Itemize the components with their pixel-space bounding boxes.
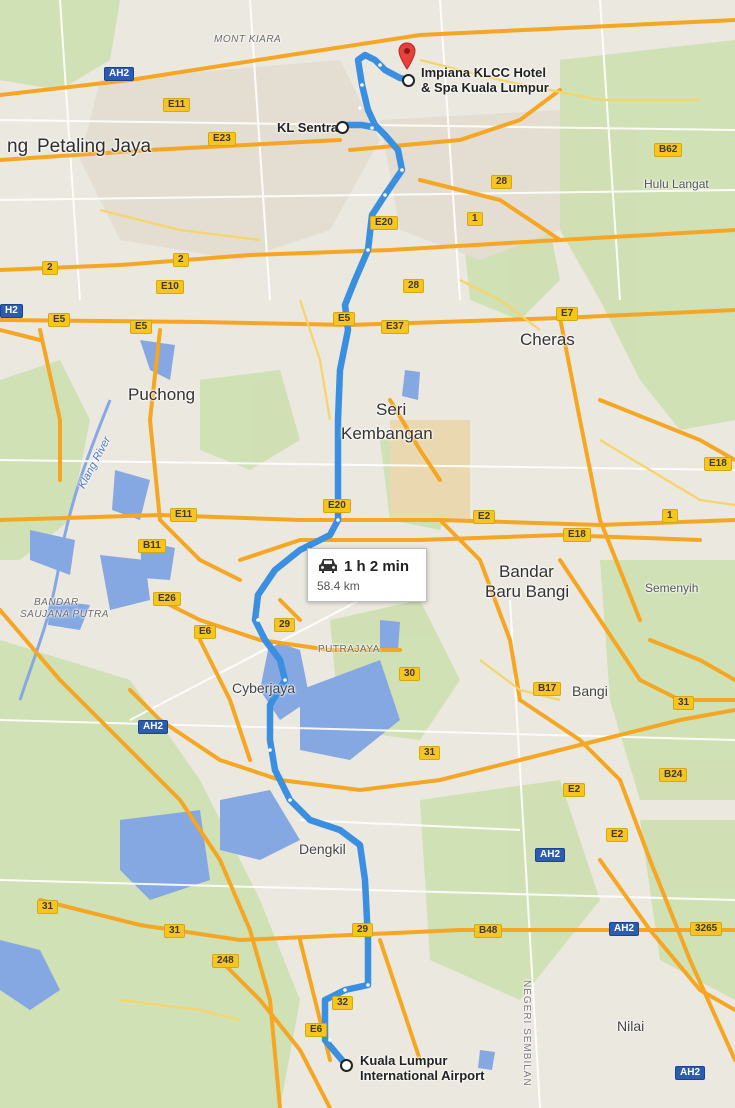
- label-bandar-baru-bangi-2: Baru Bangi: [485, 582, 570, 601]
- destination-pin-icon[interactable]: [398, 42, 416, 70]
- label-puchong: Puchong: [128, 385, 196, 404]
- label-nilai: Nilai: [617, 1018, 645, 1034]
- shield-e18-right: E18: [704, 457, 732, 471]
- label-cyberjaya: Cyberjaya: [232, 680, 296, 696]
- label-dengkil: Dengkil: [299, 841, 346, 857]
- destination-label-line2: & Spa Kuala Lumpur: [421, 79, 549, 95]
- shield-e37: E37: [381, 320, 409, 334]
- urban-areas: [80, 60, 560, 520]
- shield-31-left: 31: [37, 900, 59, 914]
- shield-1-right: 1: [662, 509, 678, 523]
- label-hulu-langat: Hulu Langat: [644, 177, 709, 191]
- label-putrajaya: PUTRAJAYA: [318, 644, 380, 655]
- origin-label-line2: International Airport: [360, 1067, 485, 1083]
- shield-28-mid: 28: [403, 279, 425, 293]
- route-line: [251, 51, 414, 1070]
- shield-e20-top: E20: [370, 216, 398, 230]
- shield-ah2-mid: AH2: [138, 720, 169, 734]
- shield-ah2-low: AH2: [535, 848, 566, 862]
- shield-32: 32: [332, 996, 354, 1010]
- label-bandar-saujana-1: BANDAR: [34, 597, 79, 608]
- shield-ah2-left: H2: [0, 304, 23, 318]
- label-bandar-saujana-2: SAUJANA PUTRA: [20, 609, 109, 620]
- shield-e6: E6: [194, 625, 217, 639]
- shield-e23: E23: [208, 132, 236, 146]
- shield-e5-left: E5: [48, 313, 71, 327]
- shield-e2-lower: E2: [606, 828, 629, 842]
- shield-e11-mid: E11: [170, 508, 198, 522]
- origin-label-line1: Kuala Lumpur: [360, 1053, 448, 1068]
- shield-e5-route: E5: [333, 312, 356, 326]
- waypoint-marker[interactable]: [336, 121, 349, 134]
- shield-2-left: 2: [42, 261, 58, 275]
- label-negeri-sembilan: NEGERI SEMBILAN: [521, 980, 532, 1087]
- shield-e26: E26: [153, 592, 181, 606]
- car-icon: [319, 559, 337, 573]
- label-mont-kiara: MONT KIARA: [214, 34, 282, 45]
- shield-ah2-top: AH2: [104, 67, 135, 81]
- shield-b24: B24: [659, 768, 688, 782]
- shield-e18-mid: E18: [563, 528, 591, 542]
- shield-e2-mid: E2: [473, 510, 496, 524]
- shield-e6-low: E6: [305, 1023, 328, 1037]
- secondary-roads: [99, 58, 735, 1022]
- shield-b11: B11: [138, 539, 166, 553]
- shield-e7: E7: [556, 307, 579, 321]
- origin-label[interactable]: Kuala Lumpur International Airport: [360, 1053, 485, 1084]
- shield-b62: B62: [654, 143, 683, 157]
- shield-28-top: 28: [491, 175, 513, 189]
- shield-29-mid: 29: [274, 618, 296, 632]
- route-vertices: [256, 63, 404, 1042]
- label-petaling-jaya-prefix: ng: [7, 136, 29, 157]
- shield-ah2-bottom-mid: AH2: [609, 922, 640, 936]
- route-duration: 1 h 2 min: [344, 558, 410, 575]
- label-cheras: Cheras: [520, 330, 575, 349]
- label-kembangan: Kembangan: [341, 424, 433, 443]
- shield-e10: E10: [156, 280, 184, 294]
- shield-29-low: 29: [352, 923, 374, 937]
- shield-1-top: 1: [467, 212, 483, 226]
- destination-label[interactable]: Impiana KLCC Hotel & Spa Kuala Lumpur: [421, 65, 549, 96]
- waypoint-label[interactable]: KL Sentral: [277, 120, 342, 135]
- shield-e2-low: E2: [563, 783, 586, 797]
- label-bandar-baru-bangi-1: Bandar: [499, 562, 554, 581]
- shield-2-mid: 2: [173, 253, 189, 267]
- shield-31-right: 31: [673, 696, 695, 710]
- shield-ah2-bottom: AH2: [675, 1066, 706, 1080]
- shield-e20-mid: E20: [323, 499, 351, 513]
- destination-marker[interactable]: [402, 74, 415, 87]
- shield-248: 248: [212, 954, 239, 968]
- label-seri: Seri: [376, 400, 407, 419]
- shield-b17: B17: [533, 682, 562, 696]
- label-bangi: Bangi: [572, 683, 608, 699]
- highways: [0, 18, 735, 1108]
- shield-e5-mid: E5: [130, 320, 153, 334]
- shield-3265: 3265: [690, 922, 723, 936]
- shield-30: 30: [399, 667, 421, 681]
- destination-label-line1: Impiana KLCC Hotel: [421, 65, 546, 80]
- label-semenyih: Semenyih: [645, 581, 699, 595]
- origin-marker[interactable]: [340, 1059, 353, 1072]
- route-info-box[interactable]: 1 h 2 min 58.4 km: [307, 548, 427, 602]
- shield-b48: B48: [474, 924, 503, 938]
- shield-31-mid: 31: [419, 746, 441, 760]
- shield-e11-top: E11: [163, 98, 191, 112]
- label-petaling-jaya: Petaling Jaya: [37, 136, 152, 157]
- route-distance: 58.4 km: [317, 579, 360, 593]
- shield-31-low: 31: [164, 924, 186, 938]
